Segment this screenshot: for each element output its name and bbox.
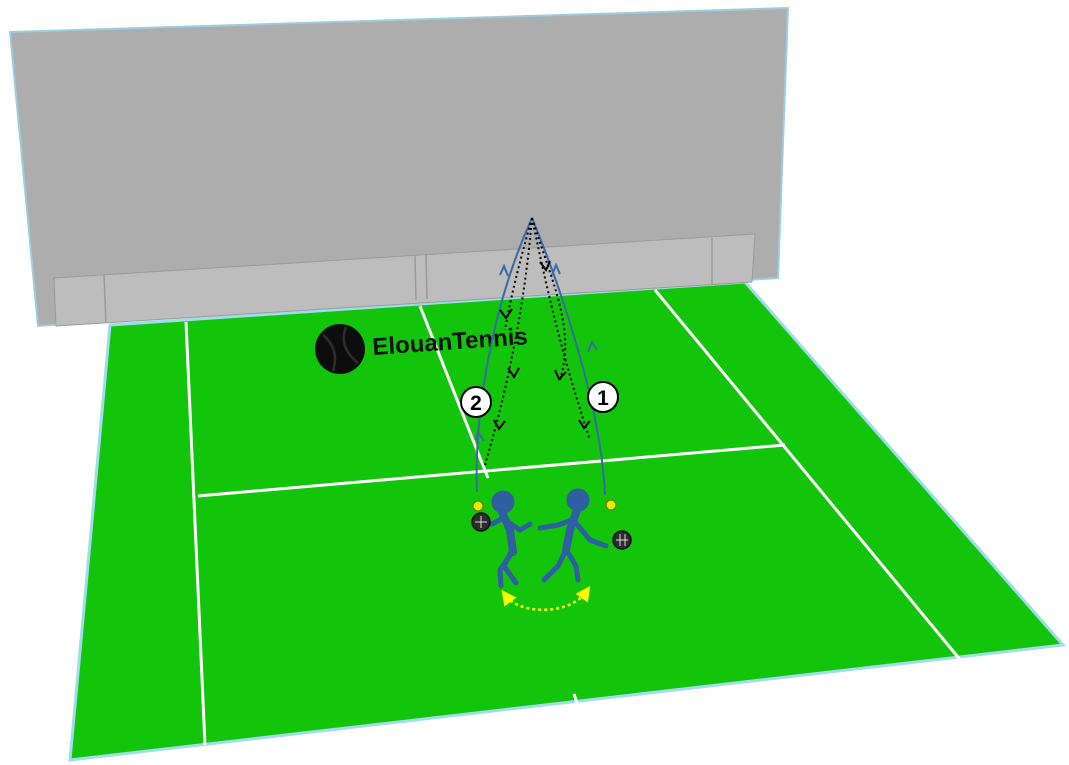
tennis-ball-logo-icon (315, 324, 365, 374)
tennis-ball-icon (473, 501, 483, 511)
step-label-2: 2 (470, 392, 482, 415)
tennis-ball-icon (606, 500, 616, 510)
racket-icon (613, 531, 631, 549)
step-badge-1: 1 (588, 382, 618, 412)
step-badge-2: 2 (461, 387, 491, 417)
racket-icon (472, 513, 490, 531)
step-label-1: 1 (597, 387, 609, 410)
